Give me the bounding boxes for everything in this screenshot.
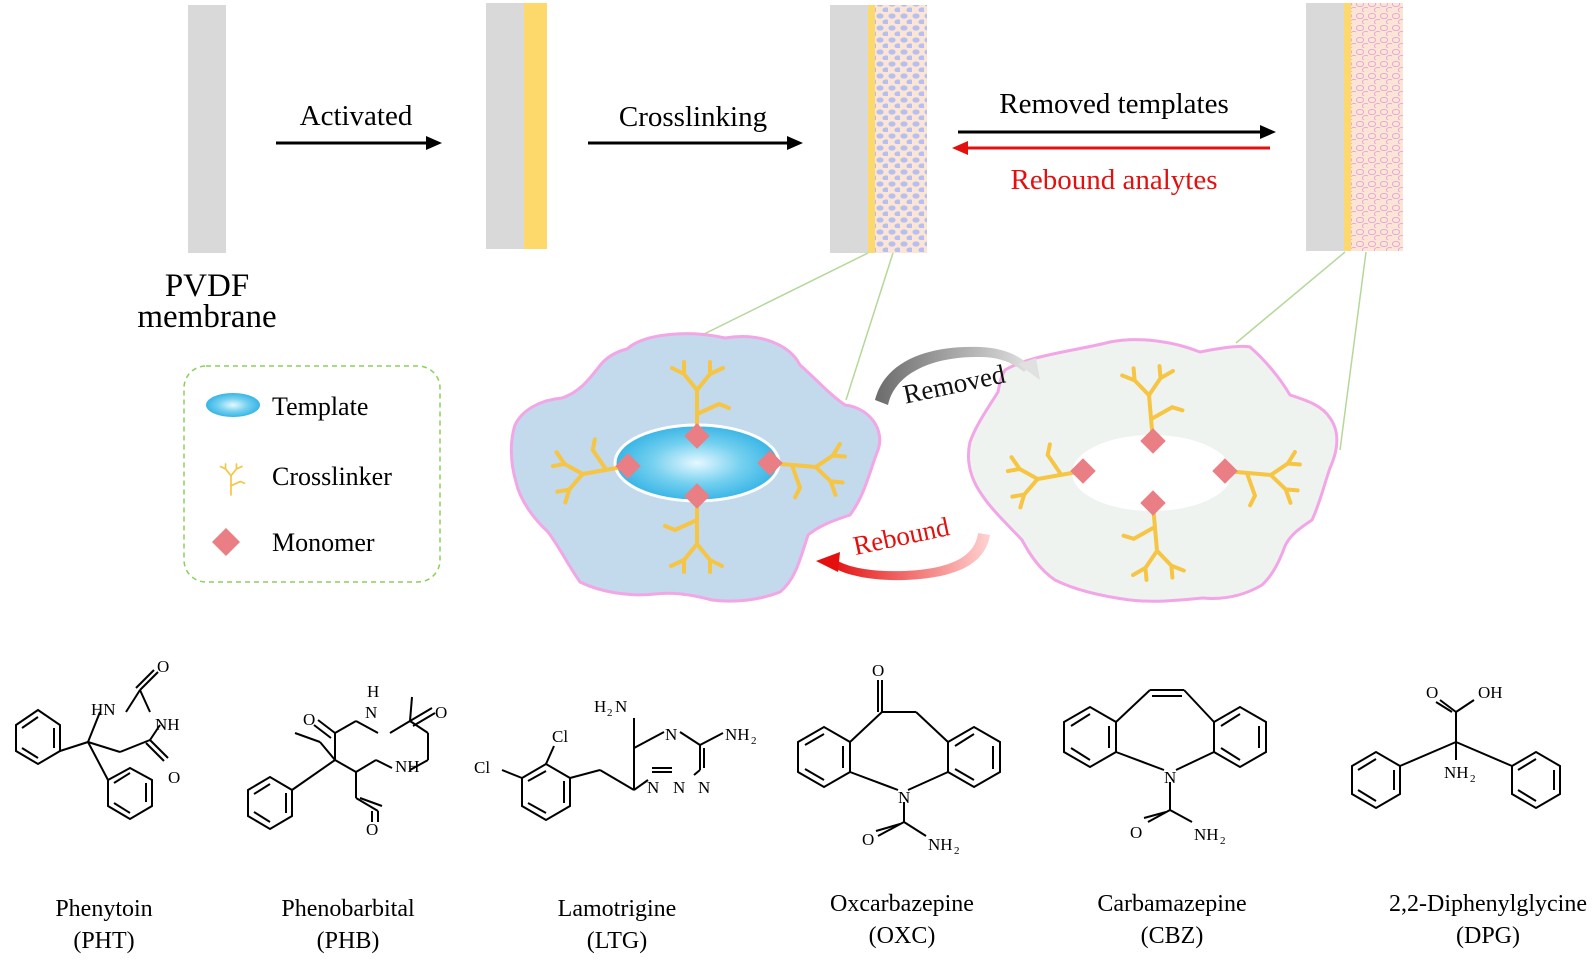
rebound-curved-arrow	[816, 533, 990, 581]
ltg-n2: N	[698, 778, 710, 797]
ltg-nh2: NH	[725, 725, 750, 744]
compound-name-6: 2,2-Diphenylglycine	[1389, 891, 1587, 917]
compound-abbr-2: (PHB)	[317, 928, 380, 954]
ltg-h2n: H	[594, 697, 606, 716]
atom-labels: HN NH O O H N O O NH O Cl Cl H 2 N N NH …	[91, 657, 1503, 857]
lamotrigine-structure	[501, 718, 724, 822]
crosslinking-arrow	[588, 136, 803, 150]
removed-templates-arrow	[958, 125, 1276, 139]
phenytoin-structure	[15, 669, 169, 821]
cbz-nh2: NH	[1194, 825, 1219, 844]
structure-bonds	[15, 669, 1561, 837]
ltg-h2n-sub: 2	[607, 707, 613, 719]
oxc-nh2-sub: 2	[954, 845, 960, 857]
pht-hn: HN	[91, 700, 116, 719]
compound-abbr-3: (LTG)	[587, 928, 647, 954]
crosslinking-label: Crosslinking	[619, 101, 767, 133]
pvdf-label-line2: membrane	[137, 299, 276, 335]
dpg-nh2: NH	[1444, 763, 1469, 782]
phb-o3: O	[366, 820, 378, 839]
imprinted-membrane	[830, 5, 927, 253]
removed-templates-label: Removed templates	[999, 88, 1229, 120]
phb-h: H	[367, 682, 379, 701]
rebound-analytes-arrow	[952, 141, 1270, 155]
ltg-cl2: Cl	[474, 758, 490, 777]
activated-membrane	[486, 3, 547, 249]
legend-box	[183, 365, 441, 583]
removed-curved-arrow	[875, 346, 1040, 405]
oxcarbazepine-structure	[797, 680, 1001, 837]
pvdf-membrane	[188, 5, 226, 253]
compound-name-1: Phenytoin	[55, 896, 152, 922]
compound-name-2: Phenobarbital	[281, 896, 415, 922]
ltg-n3: N	[673, 778, 685, 797]
legend-monomer-label: Monomer	[272, 528, 375, 557]
pht-nh: NH	[155, 715, 180, 734]
rebound-analytes-label: Rebound analytes	[1011, 164, 1218, 196]
compound-abbr-1: (PHT)	[73, 928, 134, 954]
dpg-oh: OH	[1478, 683, 1503, 702]
phb-n1: N	[365, 703, 377, 722]
activated-arrow	[276, 136, 442, 150]
dpg-nh2-sub: 2	[1470, 773, 1476, 785]
compound-abbr-5: (CBZ)	[1141, 923, 1204, 949]
phb-o1: O	[435, 703, 447, 722]
phenobarbital-structure	[247, 696, 436, 831]
oxc-n: N	[898, 788, 910, 807]
rebound-cycle-label: Rebound	[850, 511, 952, 561]
oxc-o2: O	[862, 830, 874, 849]
pvdf-label-line1: PVDF	[165, 268, 249, 304]
compound-abbr-4: (OXC)	[869, 923, 936, 949]
compound-names: Phenytoin (PHT) Phenobarbital (PHB) Lamo…	[55, 891, 1587, 954]
phb-o2: O	[303, 710, 315, 729]
template-removed-membrane	[1306, 3, 1403, 251]
pht-o2: O	[168, 768, 180, 787]
compound-abbr-6: (DPG)	[1456, 923, 1520, 949]
pht-o1: O	[157, 657, 169, 676]
compound-name-4: Oxcarbazepine	[830, 891, 974, 917]
cbz-o: O	[1130, 823, 1142, 842]
carbamazepine-structure	[1063, 689, 1267, 823]
legend-crosslinker-label: Crosslinker	[272, 462, 392, 491]
ltg-n4: N	[647, 778, 659, 797]
compound-name-5: Carbamazepine	[1097, 891, 1246, 917]
empty-cavity	[1072, 435, 1232, 511]
diphenylglycine-structure	[1351, 699, 1561, 810]
cbz-nh2-sub: 2	[1220, 835, 1226, 847]
compound-name-3: Lamotrigine	[558, 896, 677, 922]
zoom-connectors	[691, 251, 1367, 451]
dpg-o: O	[1426, 683, 1438, 702]
ltg-nh2-sub: 2	[751, 735, 757, 747]
cbz-n: N	[1164, 768, 1176, 787]
activated-label: Activated	[300, 100, 413, 132]
oxc-nh2: NH	[928, 835, 953, 854]
ltg-h2n-n: N	[615, 697, 627, 716]
legend-template-label: Template	[272, 392, 368, 421]
ltg-cl1: Cl	[552, 727, 568, 746]
template-swatch	[206, 393, 260, 417]
phb-nh: NH	[395, 757, 420, 776]
ltg-n1: N	[665, 725, 677, 744]
oxc-o1: O	[872, 661, 884, 680]
